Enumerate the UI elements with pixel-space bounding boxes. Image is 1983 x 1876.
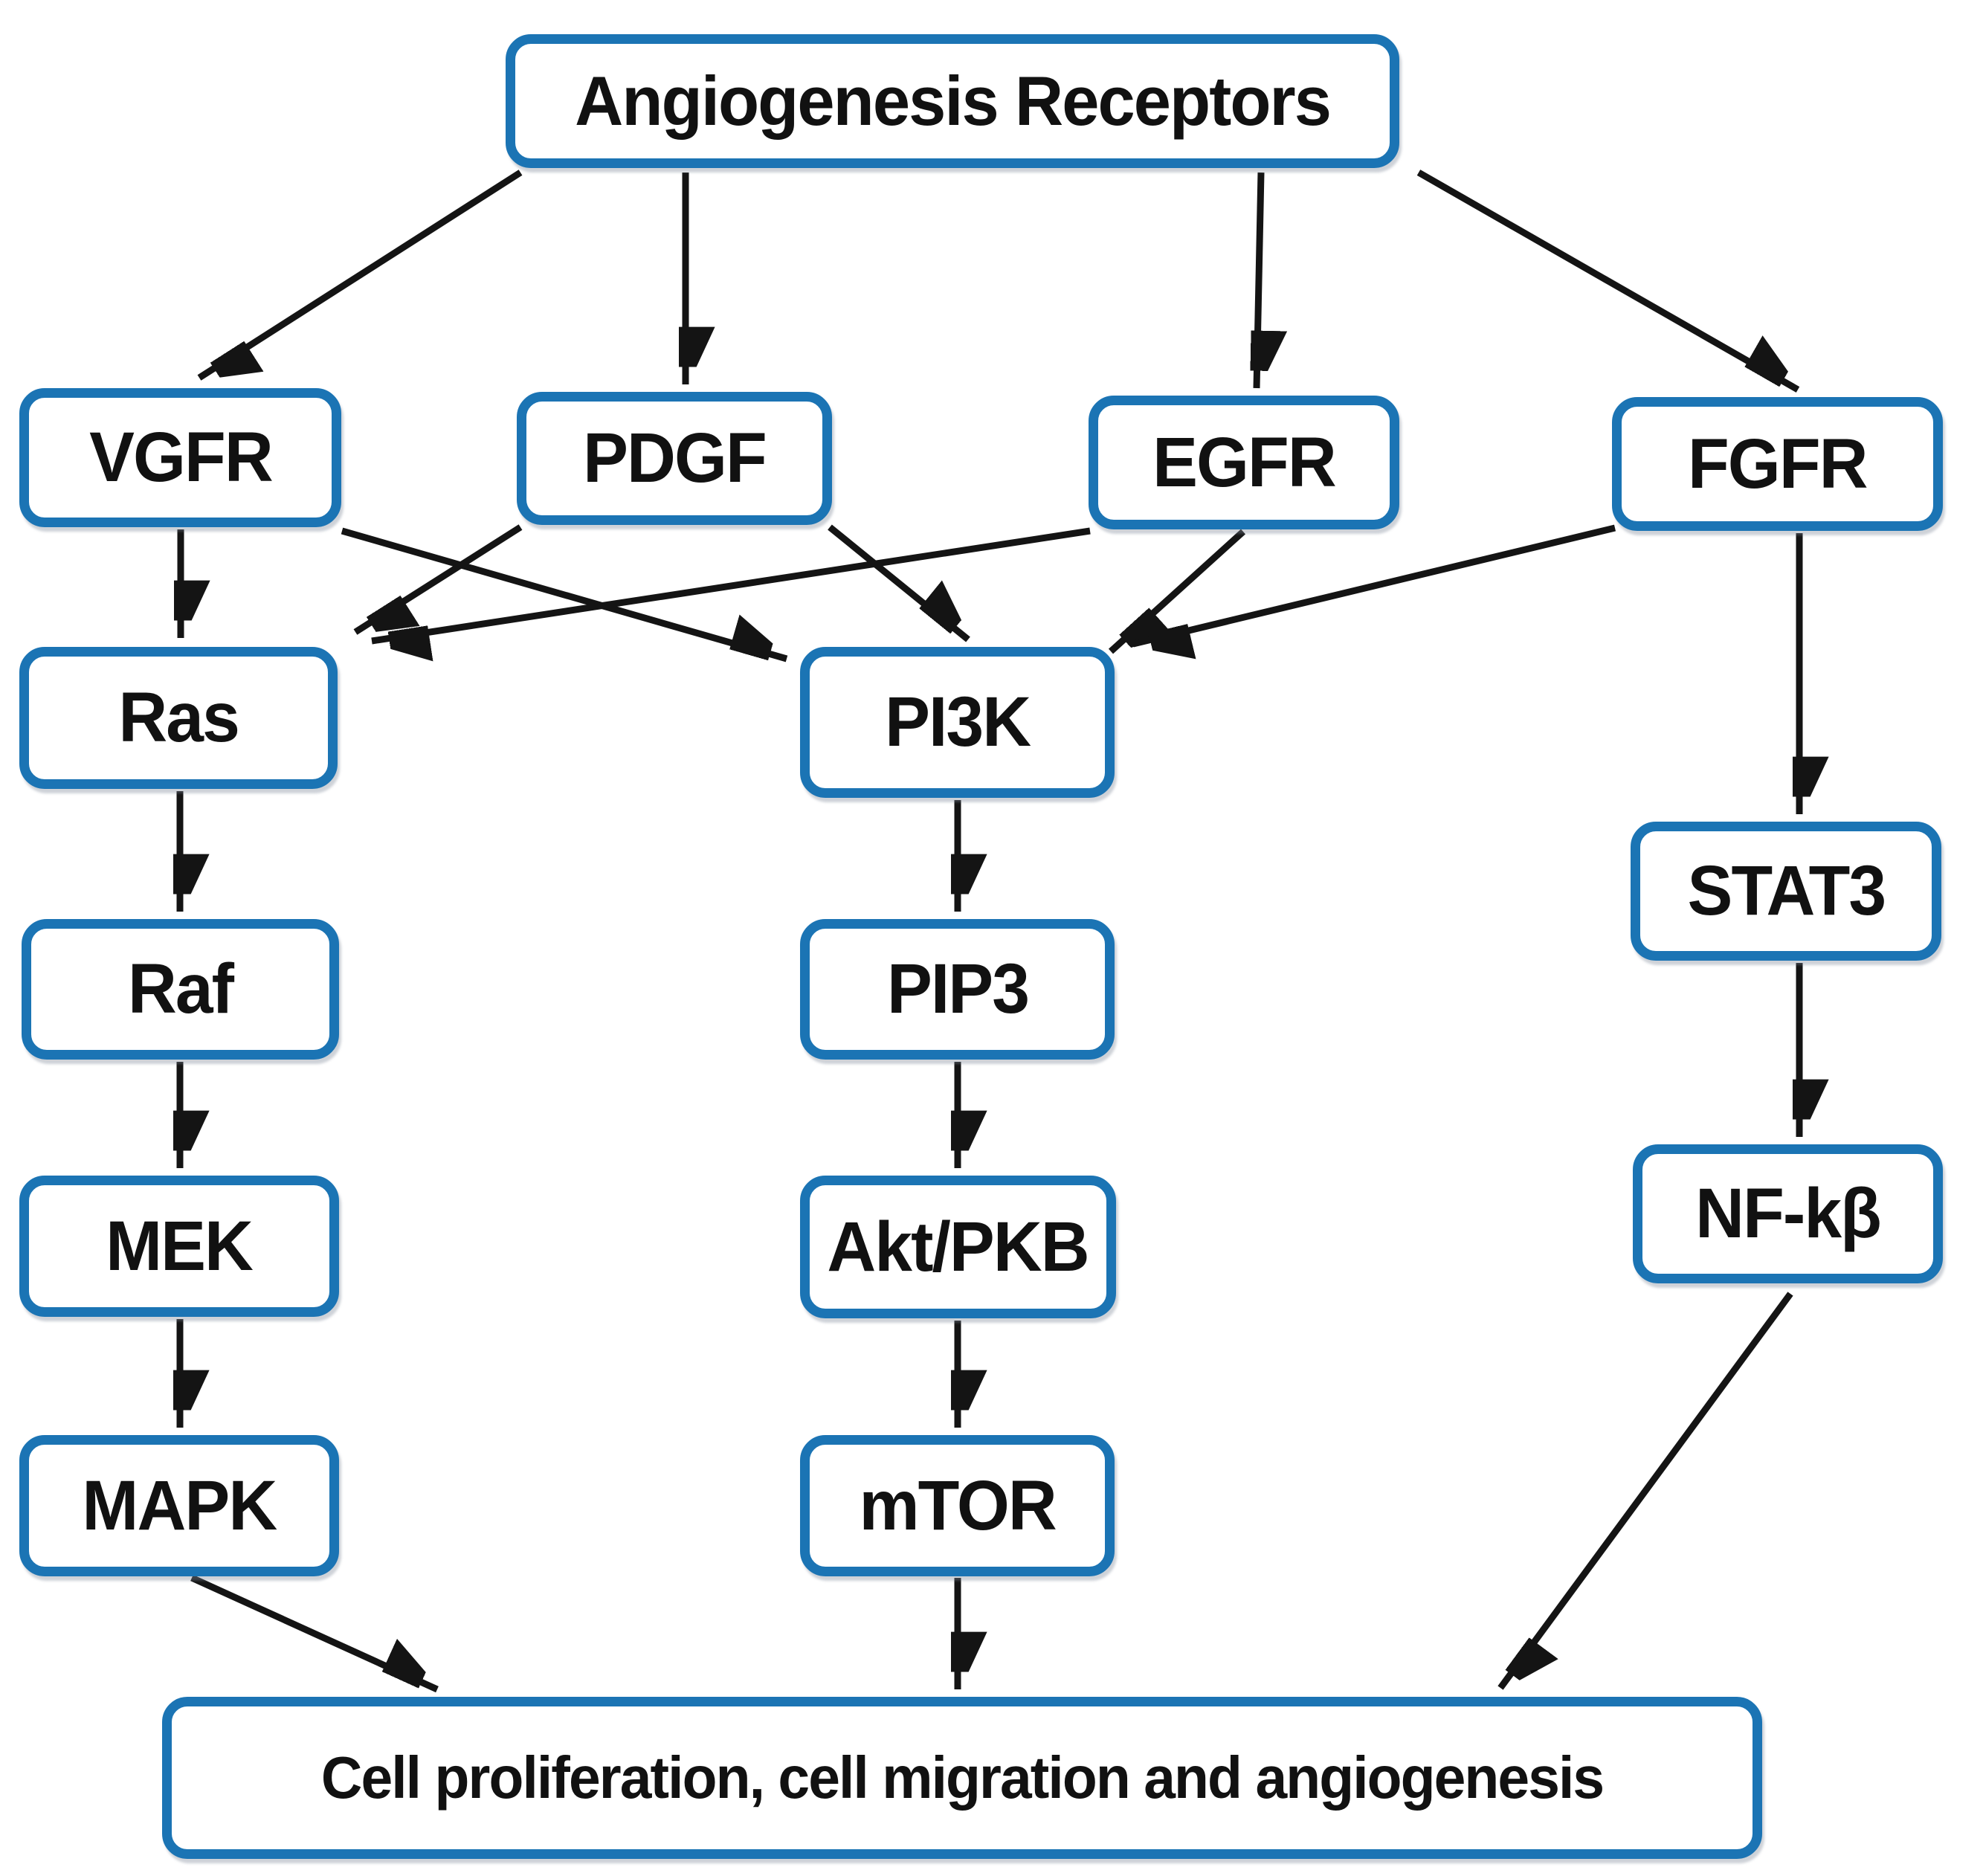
edge-angiogenesis_receptors-egfr (1257, 172, 1261, 389)
node-mtor: mTOR (800, 1435, 1115, 1576)
edge-fgfr-pi3k (1132, 524, 1616, 644)
node-pip3: PIP3 (800, 919, 1115, 1060)
node-fgfr: FGFR (1612, 397, 1943, 531)
node-raf-label: Raf (127, 950, 234, 1028)
node-outcome-label: Cell proliferation, cell migration and a… (320, 1744, 1605, 1811)
node-akt-pkb-label: Akt/PKB (827, 1207, 1090, 1286)
node-akt-pkb: Akt/PKB (800, 1176, 1116, 1318)
node-fgfr-label: FGFR (1688, 424, 1868, 503)
node-outcome: Cell proliferation, cell migration and a… (162, 1697, 1762, 1859)
node-egfr: EGFR (1089, 396, 1399, 529)
node-pi3k-label: PI3K (884, 683, 1031, 761)
node-stat3: STAT3 (1631, 822, 1941, 961)
edge-angiogenesis_receptors-vgfr (197, 170, 523, 378)
node-egfr-label: EGFR (1152, 422, 1337, 502)
edge-vgfr-pi3k (341, 527, 788, 663)
node-nf-kb: NF-kβ (1633, 1144, 1943, 1283)
edge-nfkb-outcome (1497, 1292, 1793, 1688)
node-pdgf-label: PDGF (583, 419, 767, 497)
node-vgfr-label: VGFR (88, 418, 274, 497)
node-mapk: MAPK (19, 1435, 339, 1576)
edge-angiogenesis_receptors-fgfr (1416, 170, 1800, 393)
node-pip3-label: PIP3 (886, 950, 1029, 1028)
node-mek-label: MEK (106, 1206, 254, 1286)
node-ras: Ras (19, 647, 338, 789)
edge-mapk-outcome (190, 1574, 439, 1693)
node-mapk-label: MAPK (82, 1466, 278, 1545)
node-vgfr: VGFR (19, 388, 341, 527)
node-stat3-label: STAT3 (1687, 851, 1886, 930)
node-mtor-label: mTOR (859, 1466, 1057, 1545)
node-angiogenesis-receptors-label: Angiogenesis Receptors (575, 62, 1332, 140)
node-pdgf: PDGF (517, 392, 832, 525)
node-raf: Raf (22, 919, 339, 1060)
node-pi3k: PI3K (800, 647, 1115, 798)
edge-egfr-pi3k (1108, 529, 1246, 651)
node-nf-kb-label: NF-kβ (1695, 1174, 1882, 1253)
edge-pdgf-pi3k (828, 524, 968, 642)
edge-egfr-ras (371, 527, 1091, 641)
node-angiogenesis-receptors: Angiogenesis Receptors (506, 34, 1399, 168)
node-mek: MEK (19, 1176, 339, 1317)
node-ras-label: Ras (118, 678, 239, 757)
edge-pdgf-ras (353, 524, 523, 632)
